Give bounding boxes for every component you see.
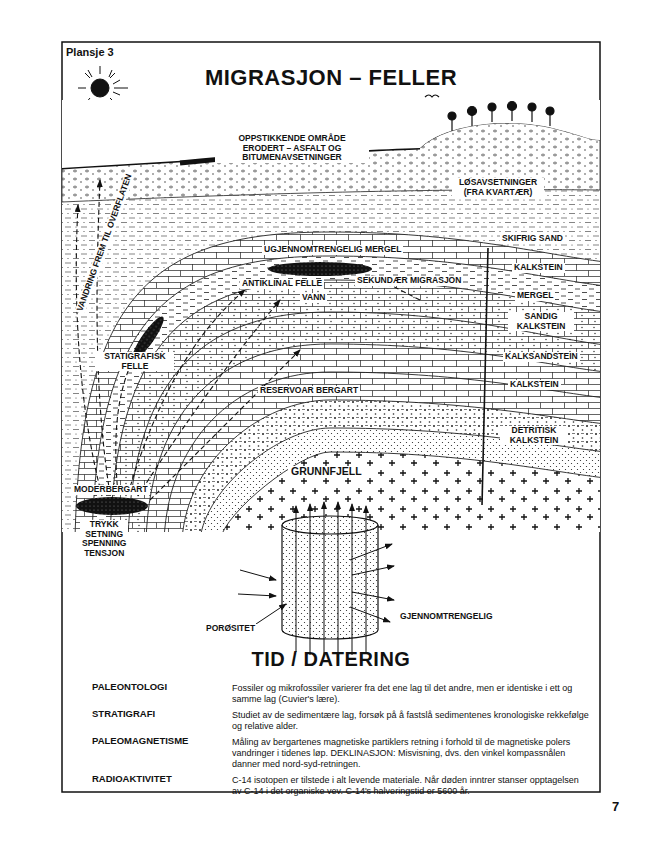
illustration-part [296,506,297,652]
illustration-part [128,312,600,532]
table-text: Fossiler og mikrofossiler varierer fra d… [232,683,590,704]
table-term: PALEONTOLOGI [92,682,167,693]
permeability-arrows [238,502,394,656]
diagram-title: MIGRASJON – FELLER [62,66,600,91]
illustration-part [350,607,390,622]
table-term: RADIOAKTIVITET [92,774,172,785]
illustration-part [138,300,280,496]
illustration-part [350,544,392,560]
illustration-part [164,372,600,532]
permeability-label: GJENNOMTRENGELIG [398,612,495,622]
section-heading: TID / DATERING [62,648,600,670]
illustration-part [92,256,600,532]
illustration-part [546,107,554,115]
illustration-part [256,604,286,624]
source-rock-label: MODERBERGART [72,485,150,495]
layer-label: KALKSANDSTEIN [503,352,580,362]
layer-label: MERGEL [515,291,555,301]
illustration-part [91,79,109,97]
plate-number: Plansje 3 [66,46,114,58]
layer-label: DETRITISK KALKSTEIN [500,426,568,445]
migration-arrows [76,180,420,500]
tree-symbols [448,102,554,132]
illustration-part [468,107,477,116]
geology-section [62,100,600,532]
illustration-part [324,502,325,656]
illustration-part [240,570,276,580]
illustration-part [220,452,600,532]
illustration-part [482,248,488,505]
layer-label: LØSAVSETNINGER (FRA KVARTÆR) [452,178,544,197]
table-text: Studiet av de sedimentære lag, forsøk på… [232,710,590,731]
illustration-part [150,350,300,500]
illustration-part [352,566,394,575]
illustration-part [352,592,394,600]
illustration-part [238,594,276,596]
illustration-part [310,504,311,655]
illustration-part [528,103,536,111]
layer-label: SANDIG KALKSTEIN [508,312,574,331]
migration-label: SEKUNDÆR MIGRASJON [355,276,463,286]
table-text: Måling av bergartenes magnetiske partikl… [232,737,590,769]
migration-label: VANDRING FREM TIL OVERFLATEN [75,171,135,315]
illustration-part [338,502,339,656]
table-term: STRATIGRAFI [92,709,155,720]
table-text: C-14 isotopen er tilstede i alt levende … [232,775,590,796]
trap-label: ANTIKLINAL FELLE [240,279,324,289]
illustration-part [110,280,600,532]
stress-label: TRYKK SETNING SPENNING TENSJON [80,520,128,558]
layer-label: SKIFRIG SAND [500,234,565,244]
surface-label: OPPSTIKKENDE OMRÅDE ERODERT – ASFALT OG … [215,134,369,163]
illustration-part [488,103,496,111]
illustration-part [75,232,600,532]
illustration-part [508,102,517,111]
layer-label: UGJENNOMTRENGELIG MERGEL [262,245,403,255]
table-term: PALEOMAGNETISME [92,736,188,747]
trap-label: STATIGRAFISK FELLE [96,352,174,371]
page-number: 7 [612,800,619,815]
anticline-trap-oil [268,262,372,276]
illustration-part [352,504,353,655]
illustration-part [366,506,367,652]
illustration-part [448,112,456,120]
layer-label: RESERVOAR BERGART [258,386,360,396]
illustration-part [75,232,600,532]
illustration-part [425,95,439,97]
layer-label: VANN [300,293,327,303]
layer-label: KALKSTEIN [512,263,565,273]
illustration-part [452,109,550,131]
source-rock [76,497,148,515]
porosity-label: PORØSITET [204,624,257,634]
illustration-part [116,350,138,494]
illustration-part [182,400,600,532]
illustration-part [62,100,600,168]
illustration-part [146,344,600,532]
basement-label: GRUNNFJELL [288,466,365,478]
layer-label: KALKSTEIN [508,380,561,390]
